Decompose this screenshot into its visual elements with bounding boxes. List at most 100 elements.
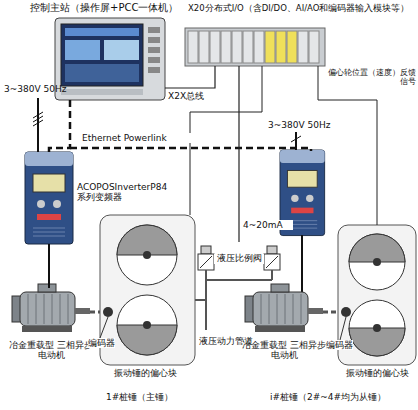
inverter-drawing <box>291 208 313 214</box>
connector-label: 偏心轮位置（速度）反馈信号 <box>322 68 416 86</box>
control-station-drawing <box>148 27 160 33</box>
inverter-drawing <box>33 236 65 237</box>
x20-io-drawing <box>265 31 275 63</box>
inverter-drawing <box>33 174 65 192</box>
hammer-drawing <box>349 234 405 262</box>
control-station-drawing <box>55 18 165 100</box>
x20-io-drawing <box>298 31 308 63</box>
inverter-drawing <box>25 152 73 244</box>
inverter-drawing <box>37 200 45 208</box>
motor-drawing <box>261 294 262 324</box>
x20-io-drawing <box>221 31 231 63</box>
proportional-valve: 液压比例阀 <box>198 242 280 276</box>
bus-line <box>165 66 215 88</box>
connector-label: X2X总线 <box>168 91 228 101</box>
hammer-drawing <box>117 225 177 255</box>
induction-motor: 冶金重载型 三相异步电动机 <box>245 288 323 336</box>
inverter-drawing <box>306 195 313 202</box>
signal-line <box>238 66 239 242</box>
inverter-box: ACOPOSInverterP84 系列变频器 <box>25 152 73 244</box>
control-station-drawing <box>104 40 139 60</box>
hammer-drawing <box>117 225 177 285</box>
x20-io-drawing <box>199 31 209 63</box>
inverter-drawing <box>291 195 298 202</box>
motor-drawing <box>20 292 75 326</box>
hydraulic-pipe <box>195 270 272 330</box>
control-station: 控制主站（操作屏+PCC一体机） <box>55 18 165 100</box>
hammer-drawing <box>103 307 113 317</box>
inverter-drawing <box>33 232 65 233</box>
connector-label: Ethernet Powerlink <box>82 133 192 143</box>
motor-drawing <box>277 294 278 324</box>
motor-drawing <box>293 294 294 324</box>
motor-drawing <box>52 294 53 324</box>
node-heading: X20分布式I/O（含DI/DO、AI/AO和编码器输入模块等） <box>188 4 416 14</box>
powerlink-line <box>49 100 70 152</box>
feedback-line <box>318 66 377 225</box>
hammer-caption: i#桩锤（2#~4#均为从锤） <box>270 392 410 402</box>
motor-drawing <box>271 284 289 292</box>
control-station-drawing <box>61 24 143 86</box>
valve-drawing <box>198 254 214 270</box>
power-wire <box>33 120 43 126</box>
hammer-drawing <box>373 258 381 266</box>
motor-drawing <box>75 308 90 314</box>
control-station-drawing <box>65 28 139 36</box>
control-station-drawing <box>148 67 160 73</box>
drive-shaft <box>323 311 338 314</box>
device-label: ACOPOSInverterP84 系列变频器 <box>77 182 167 203</box>
x20-io-drawing <box>309 31 319 63</box>
induction-motor: 冶金重载型 三相异步电动机 <box>12 288 90 336</box>
inverter-drawing <box>33 228 65 229</box>
x20-io-drawing <box>243 31 253 63</box>
control-station-drawing <box>61 89 143 95</box>
part-label: 振动锤的偏心块 <box>346 368 416 378</box>
inverter-drawing <box>25 152 73 166</box>
motor-drawing <box>36 294 37 324</box>
motor-drawing <box>255 326 305 332</box>
hammer-drawing <box>100 317 108 338</box>
supply-label: 3~380V 50Hz <box>268 120 330 130</box>
hammer-caption: 1#桩锤（主锤） <box>106 392 206 402</box>
motor-drawing <box>60 294 61 324</box>
connector-label: 4~20mA <box>243 220 293 230</box>
hammer-drawing <box>143 251 151 259</box>
x20-io-drawing <box>254 31 264 63</box>
power-wire <box>33 98 302 292</box>
motor-drawing <box>308 308 323 314</box>
valve-drawing <box>200 256 212 268</box>
feedback-line <box>190 66 262 215</box>
control-station-drawing <box>148 57 160 63</box>
motor-drawing <box>245 284 323 332</box>
inverter-drawing <box>25 152 73 244</box>
motor-drawing <box>253 292 308 326</box>
inverter-drawing <box>53 200 61 208</box>
node-heading: 控制主站（操作屏+PCC一体机） <box>30 2 190 14</box>
hydraulic-pipe <box>206 279 272 281</box>
power-wire <box>37 98 39 152</box>
control-station-drawing <box>55 18 165 100</box>
drive-shaft <box>90 311 100 314</box>
inverter-drawing <box>280 150 325 163</box>
encoder-label: 编码器 <box>326 340 353 350</box>
motor-drawing <box>269 294 270 324</box>
device-label: 液压比例阀 <box>214 254 264 264</box>
motor-drawing <box>38 284 56 292</box>
hammer-drawing <box>340 317 346 340</box>
control-station-drawing <box>148 37 160 43</box>
motor-drawing <box>28 294 29 324</box>
valve-drawing <box>264 254 280 270</box>
motor-drawing <box>12 284 90 332</box>
hammer-drawing <box>373 324 381 332</box>
x20-io-drawing <box>276 31 286 63</box>
x20-io-drawing <box>210 31 220 63</box>
supply-label: 3~380V 50Hz <box>4 84 66 94</box>
device-label: 冶金重载型 三相异步电动机 <box>240 340 328 361</box>
hammer-drawing <box>349 328 405 356</box>
x20-io-drawing <box>185 28 325 66</box>
hammer-drawing <box>341 307 351 317</box>
io-module-rack: X20分布式I/O（含DI/DO、AI/AO和编码器输入模块等） <box>185 28 325 66</box>
hammer-drawing <box>117 325 177 355</box>
